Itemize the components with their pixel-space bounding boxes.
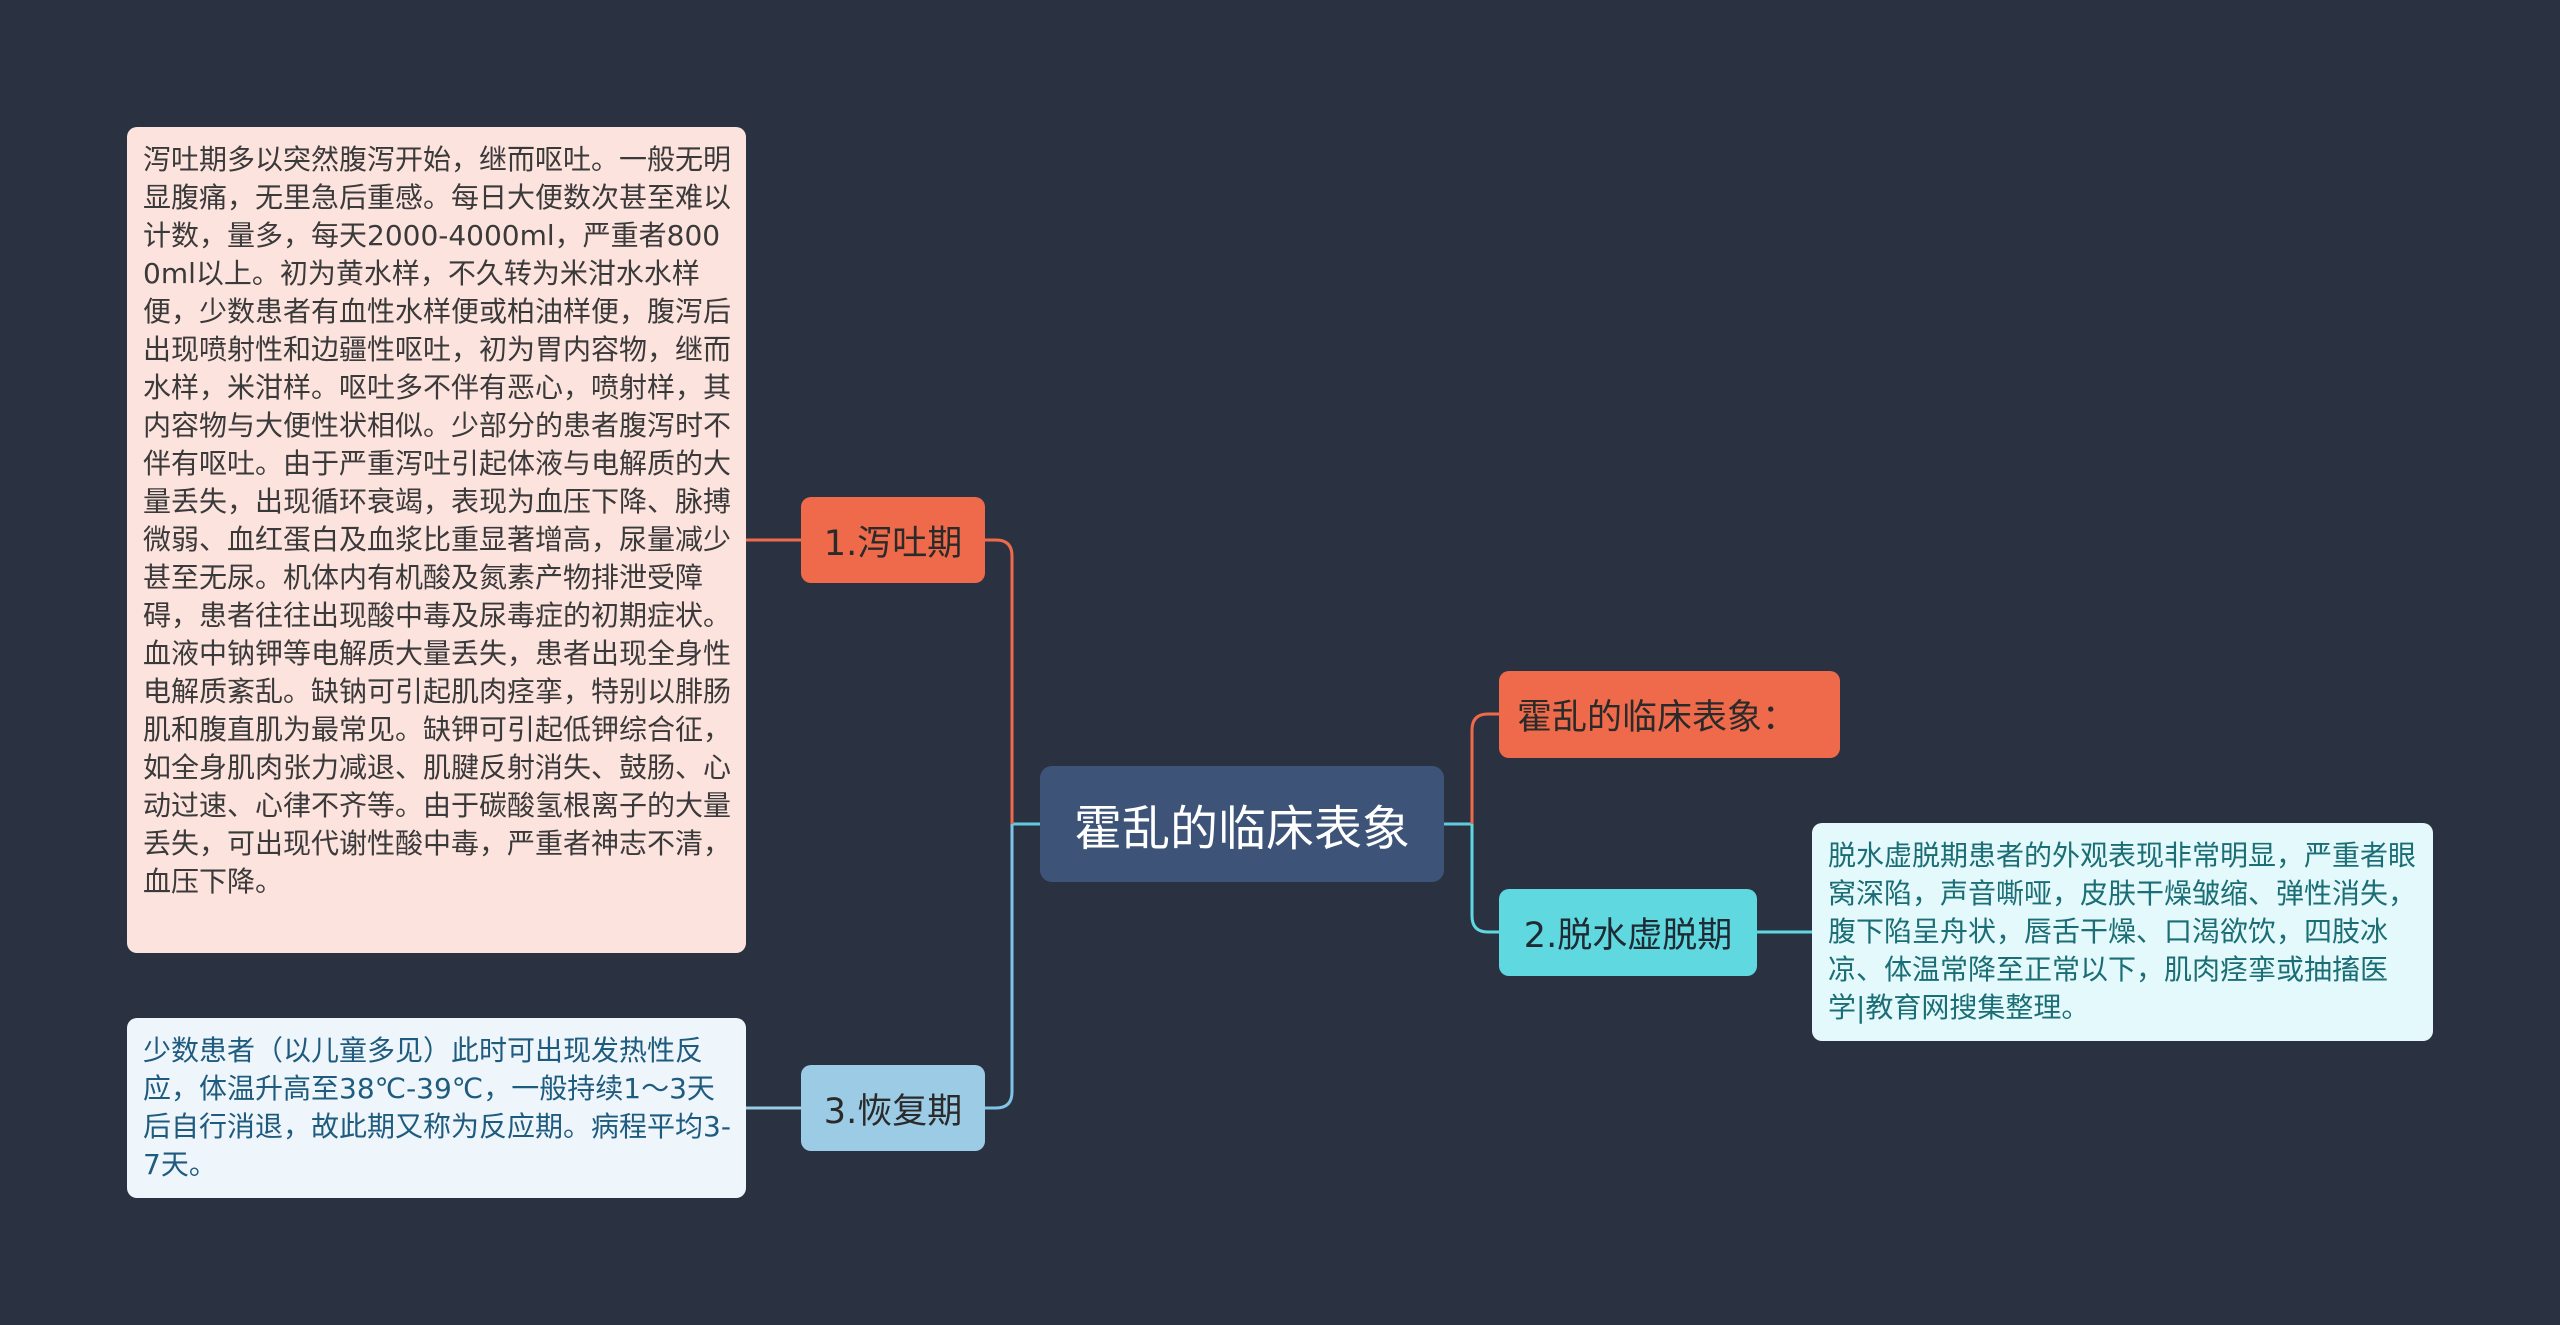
edge-root-dehydration: [1470, 824, 1499, 934]
topic-label: 霍乱的临床表象：: [1517, 698, 1798, 738]
root-label: 霍乱的临床表象: [1073, 801, 1410, 857]
topic-recovery-phase[interactable]: 3.恢复期: [801, 1065, 985, 1151]
note-dehydration-phase[interactable]: 脱水虚脱期患者的外观表现非常明显，严重者眼窝深陷，声音嘶哑，皮肤干燥皱缩、弹性消…: [1812, 823, 2433, 1041]
edge-root-recovery: [985, 824, 1014, 1110]
edge-root-vomit: [985, 538, 1014, 824]
root-node[interactable]: 霍乱的临床表象: [1040, 766, 1444, 882]
topic-dehydration-phase[interactable]: 2.脱水虚脱期: [1499, 889, 1757, 976]
topic-label: 1.泻吐期: [823, 523, 963, 564]
note-text: 脱水虚脱期患者的外观表现非常明显，严重者眼窝深陷，声音嘶哑，皮肤干燥皱缩、弹性消…: [1828, 839, 2417, 1024]
edge-root-intro: [1470, 712, 1499, 824]
note-recovery-phase[interactable]: 少数患者（以儿童多见）此时可出现发热性反应，体温升高至38℃-39℃，一般持续1…: [127, 1018, 746, 1198]
topic-label: 2.脱水虚脱期: [1523, 916, 1733, 956]
note-text: 泻吐期多以突然腹泻开始，继而呕吐。一般无明显腹痛，无里急后重感。每日大便数次甚至…: [143, 143, 732, 898]
topic-clinical-intro[interactable]: 霍乱的临床表象：: [1499, 671, 1840, 758]
note-vomit-phase[interactable]: 泻吐期多以突然腹泻开始，继而呕吐。一般无明显腹痛，无里急后重感。每日大便数次甚至…: [127, 127, 746, 953]
note-text: 少数患者（以儿童多见）此时可出现发热性反应，体温升高至38℃-39℃，一般持续1…: [143, 1034, 731, 1181]
topic-label: 3.恢复期: [823, 1091, 963, 1132]
topic-vomit-phase[interactable]: 1.泻吐期: [801, 497, 985, 583]
